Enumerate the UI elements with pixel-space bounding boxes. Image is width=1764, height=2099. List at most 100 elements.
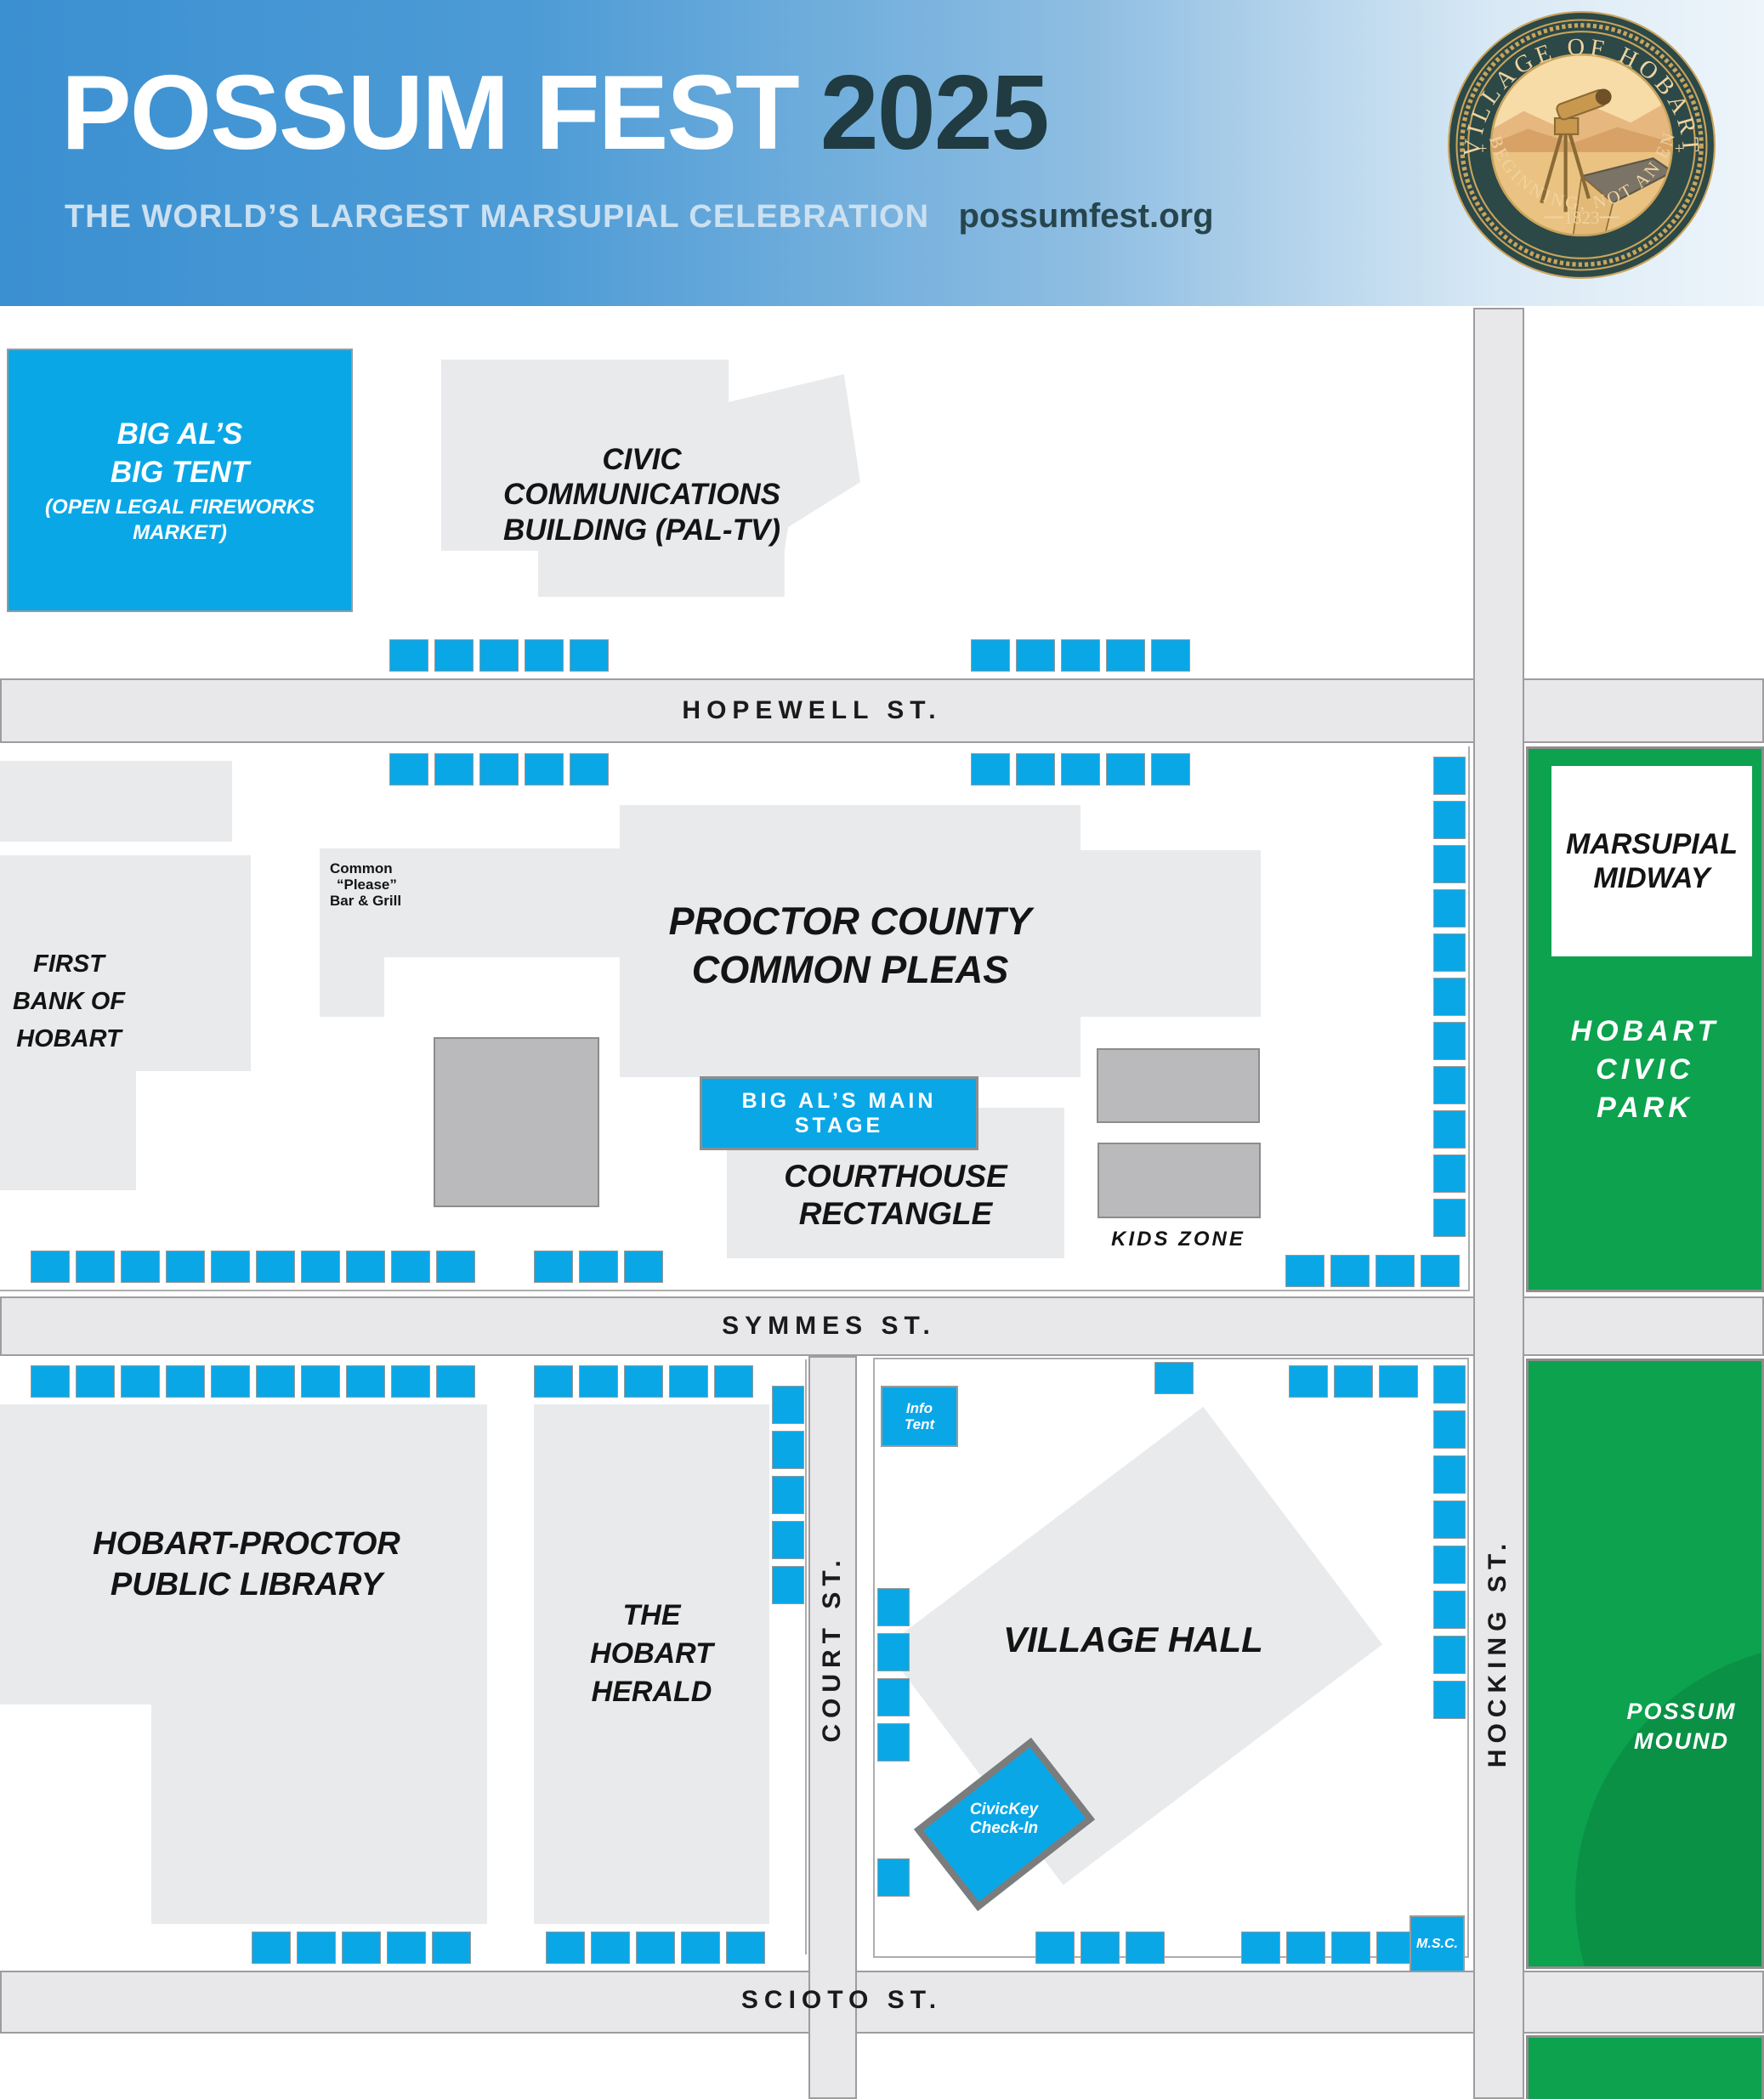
- booths-symmes-south-left: [121, 1365, 160, 1398]
- booths-scioto-hall-left: [1035, 1932, 1075, 1964]
- first-bank-building-south: [0, 1071, 136, 1190]
- booths-scioto-north-mid: [591, 1932, 630, 1964]
- booths-symmes-north-mid: [579, 1251, 618, 1283]
- big-als-big-tent: BIG AL’S BIG TENT (OPEN LEGAL FIREWORKS …: [7, 349, 353, 612]
- seal-year: 1823: [1564, 207, 1600, 228]
- possum-mound-circle: [1575, 1643, 1761, 1966]
- booths-symmes-south-left: [211, 1365, 250, 1398]
- bar-grill-label: Common “Please” Bar & Grill: [330, 860, 402, 909]
- booths-symmes-north-left: [256, 1251, 295, 1283]
- library-building-south: [151, 1705, 487, 1924]
- kids-zone-label: KIDS ZONE: [1111, 1228, 1245, 1251]
- big-als-main-stage: BIG AL’S MAIN STAGE: [700, 1076, 978, 1150]
- booths-hopewell-north-right: [1016, 639, 1055, 672]
- possum-mound-label: POSSUM MOUND: [1626, 1699, 1737, 1754]
- booths-scioto-north-mid: [726, 1932, 765, 1964]
- booths-symmes-south-left: [76, 1365, 115, 1398]
- booths-symmes-north-left: [31, 1251, 70, 1283]
- civic-park-label: HOBART CIVIC PARK: [1570, 1015, 1720, 1124]
- booths-hocking-west-upper: [1433, 801, 1466, 839]
- hobart-civic-park-tip: [1526, 2035, 1764, 2099]
- booths-hocking-west-upper: [1433, 1022, 1466, 1060]
- seal-surveyor-tripod: [1540, 131, 1591, 213]
- booths-hocking-west-upper: [1433, 1199, 1466, 1237]
- booths-symmes-south-left: [256, 1365, 295, 1398]
- info-tent: Info Tent: [881, 1386, 958, 1447]
- booths-scioto-hall-right: [1241, 1932, 1280, 1964]
- tagline: THE WORLD’S LARGEST MARSUPIAL CELEBRATIO…: [65, 199, 930, 235]
- booths-hopewell-south-left: [570, 753, 609, 786]
- herald-building: [534, 1404, 769, 1924]
- booths-court-east-library: [772, 1386, 804, 1424]
- booths-scioto-north-left: [432, 1932, 471, 1964]
- msc-box: M.S.C.: [1409, 1915, 1465, 1972]
- symmes-street: [0, 1296, 1764, 1356]
- bar-grill-tower: [320, 957, 384, 1017]
- booths-scioto-north-left: [387, 1932, 426, 1964]
- booths-scioto-north-mid: [681, 1932, 720, 1964]
- hocking-street: [1473, 308, 1524, 2099]
- first-bank-label: FIRST BANK OF HOBART: [12, 950, 126, 1052]
- symmes-street-label: SYMMES ST.: [722, 1312, 936, 1340]
- hocking-street-label: HOCKING ST.: [1483, 1537, 1512, 1768]
- booths-court-east-library: [772, 1476, 804, 1514]
- booths-symmes-south-left: [391, 1365, 430, 1398]
- booths-hocking-west-upper: [1433, 1110, 1466, 1149]
- booths-hopewell-south-left: [434, 753, 474, 786]
- library-label: HOBART-PROCTOR PUBLIC LIBRARY: [93, 1526, 400, 1603]
- svg-text:+: +: [1478, 140, 1488, 158]
- booths-symmes-south-single: [1154, 1362, 1194, 1394]
- booths-symmes-south-mid: [534, 1365, 573, 1398]
- plaza-structure-west: [434, 1037, 599, 1207]
- booths-scioto-north-left: [342, 1932, 381, 1964]
- booths-hopewell-north-left: [434, 639, 474, 672]
- booths-symmes-north-left: [166, 1251, 205, 1283]
- booths-symmes-south-right: [1289, 1365, 1328, 1398]
- herald-label: THE HOBART HERALD: [590, 1599, 713, 1708]
- booths-hopewell-north-left: [389, 639, 428, 672]
- booths-scioto-hall-right: [1286, 1932, 1325, 1964]
- booths-symmes-south-left: [346, 1365, 385, 1398]
- civickey-checkin-label: CivicKey Check-In: [969, 1801, 1039, 1837]
- website-url: possumfest.org: [958, 197, 1214, 235]
- bar-grill-wing: [320, 848, 620, 957]
- booths-court-west-hall: [877, 1588, 910, 1626]
- booths-hocking-west-upper: [1433, 1066, 1466, 1104]
- booths-symmes-south-mid: [624, 1365, 663, 1398]
- booths-symmes-south-left: [31, 1365, 70, 1398]
- booths-symmes-north-right: [1285, 1255, 1324, 1287]
- first-bank-building-north: [0, 761, 232, 842]
- hobart-civic-park-north: MARSUPIAL MIDWAY HOBART CIVIC PARK: [1526, 746, 1764, 1292]
- svg-text:+: +: [1675, 140, 1684, 158]
- common-pleas-label: PROCTOR COUNTY COMMON PLEAS: [668, 899, 1032, 991]
- booths-hocking-west-upper: [1433, 933, 1466, 972]
- booths-hopewell-north-left: [479, 639, 519, 672]
- booths-symmes-north-left: [76, 1251, 115, 1283]
- booths-symmes-south-left: [436, 1365, 475, 1398]
- midway-label-2: MIDWAY: [1593, 862, 1710, 894]
- booths-hopewell-north-left: [525, 639, 564, 672]
- booths-hopewell-north-right: [1061, 639, 1100, 672]
- booths-hopewell-south-right: [971, 753, 1010, 786]
- booths-scioto-hall-left: [1126, 1932, 1165, 1964]
- booths-symmes-south-mid: [579, 1365, 618, 1398]
- kids-zone-structure-south: [1098, 1143, 1261, 1218]
- booths-court-east-library: [772, 1431, 804, 1469]
- scioto-street-label: SCIOTO ST.: [740, 1986, 943, 2014]
- booths-hocking-west-upper: [1433, 757, 1466, 795]
- booths-hocking-west-upper: [1433, 845, 1466, 883]
- booths-scioto-north-left: [297, 1932, 336, 1964]
- booths-hopewell-south-right: [1061, 753, 1100, 786]
- booths-hocking-west-lower: [1433, 1501, 1466, 1539]
- booths-hocking-west-lower: [1433, 1410, 1466, 1449]
- booths-hocking-west-lower: [1433, 1636, 1466, 1674]
- booths-scioto-hall-left: [1081, 1932, 1120, 1964]
- booths-hopewell-north-left: [570, 639, 609, 672]
- booths-symmes-north-right: [1421, 1255, 1460, 1287]
- courthouse-block-south-edge: [0, 1290, 1470, 1291]
- booths-symmes-south-right: [1334, 1365, 1373, 1398]
- booths-hocking-west-upper: [1433, 889, 1466, 928]
- village-seal: VILLAGE OF HOBART A BEGINNING, NOT AN EN…: [1448, 11, 1716, 279]
- kids-zone-structure-north: [1097, 1048, 1260, 1123]
